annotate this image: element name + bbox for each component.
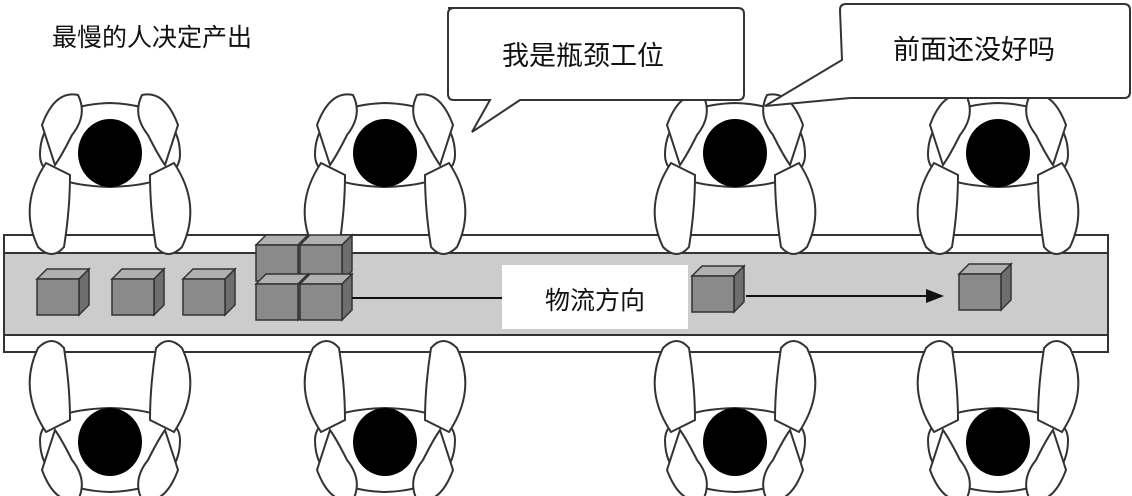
worker-top-1 [28, 93, 192, 255]
worker-top-3 [653, 93, 817, 255]
worker-bottom-1 [28, 340, 192, 496]
worker-top-2 [303, 93, 467, 255]
worker-bottom-2 [303, 340, 467, 496]
bubble-text-bottleneck: 我是瓶颈工位 [502, 41, 664, 72]
flow-label-box [502, 265, 688, 329]
flow-direction-label: 物流方向 [545, 286, 646, 315]
bottleneck-stack [255, 234, 353, 321]
speech-bubble-1 [447, 7, 745, 133]
speech-bubble-2 [764, 3, 1131, 107]
worker-top-4 [916, 93, 1080, 255]
transit-box-2 [958, 263, 1012, 311]
diagram-title: 最慢的人决定产出 [52, 23, 253, 52]
flow-arrow-head [926, 289, 944, 303]
waiting-box-1 [36, 268, 90, 316]
worker-bottom-3 [653, 340, 817, 496]
waiting-box-3 [182, 268, 236, 316]
waiting-box-2 [111, 268, 165, 316]
transit-box-1 [691, 265, 745, 313]
worker-bottom-4 [916, 340, 1080, 496]
bubble-text-waiting: 前面还没好吗 [893, 35, 1055, 66]
